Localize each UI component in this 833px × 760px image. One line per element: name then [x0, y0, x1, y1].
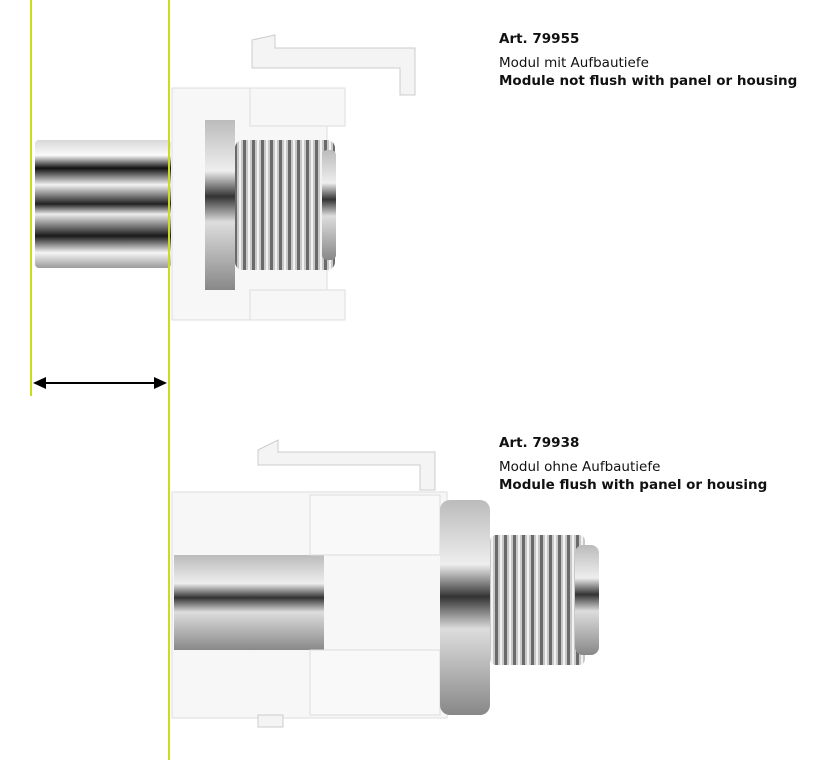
hex-nut — [440, 500, 490, 715]
housing-bottom-arm — [309, 649, 441, 716]
module-label-79938: Art. 79938 Modul ohne Aufbautiefe Module… — [499, 434, 767, 494]
module-name-en: Module flush with panel or housing — [499, 477, 768, 493]
latch-clip — [257, 439, 436, 491]
module-name-en: Module not flush with panel or housing — [499, 73, 798, 89]
module-label-79955: Art. 79955 Modul mit Aufbautiefe Module … — [499, 30, 797, 90]
f-thread — [490, 535, 585, 665]
thread-tip — [322, 150, 336, 260]
module-name-de: Modul mit Aufbautiefe — [499, 55, 649, 71]
article-number: Art. 79955 — [499, 31, 580, 47]
housing-top-arm — [309, 494, 441, 556]
latch-clip — [251, 34, 416, 96]
module-79938-illustration — [171, 439, 599, 728]
housing-bottom-arm — [249, 289, 346, 321]
hex-nut — [205, 120, 235, 290]
f-thread — [235, 140, 335, 270]
depth-arrow — [33, 377, 167, 389]
thread-tip — [575, 545, 599, 655]
module-name-de: Modul ohne Aufbautiefe — [499, 459, 661, 475]
article-number: Art. 79938 — [499, 435, 580, 451]
module-79955-illustration — [35, 34, 416, 321]
chrome-barrel — [174, 555, 324, 650]
housing-top-arm — [249, 87, 346, 127]
chrome-barrel — [35, 140, 171, 268]
bottom-tab — [257, 714, 284, 728]
